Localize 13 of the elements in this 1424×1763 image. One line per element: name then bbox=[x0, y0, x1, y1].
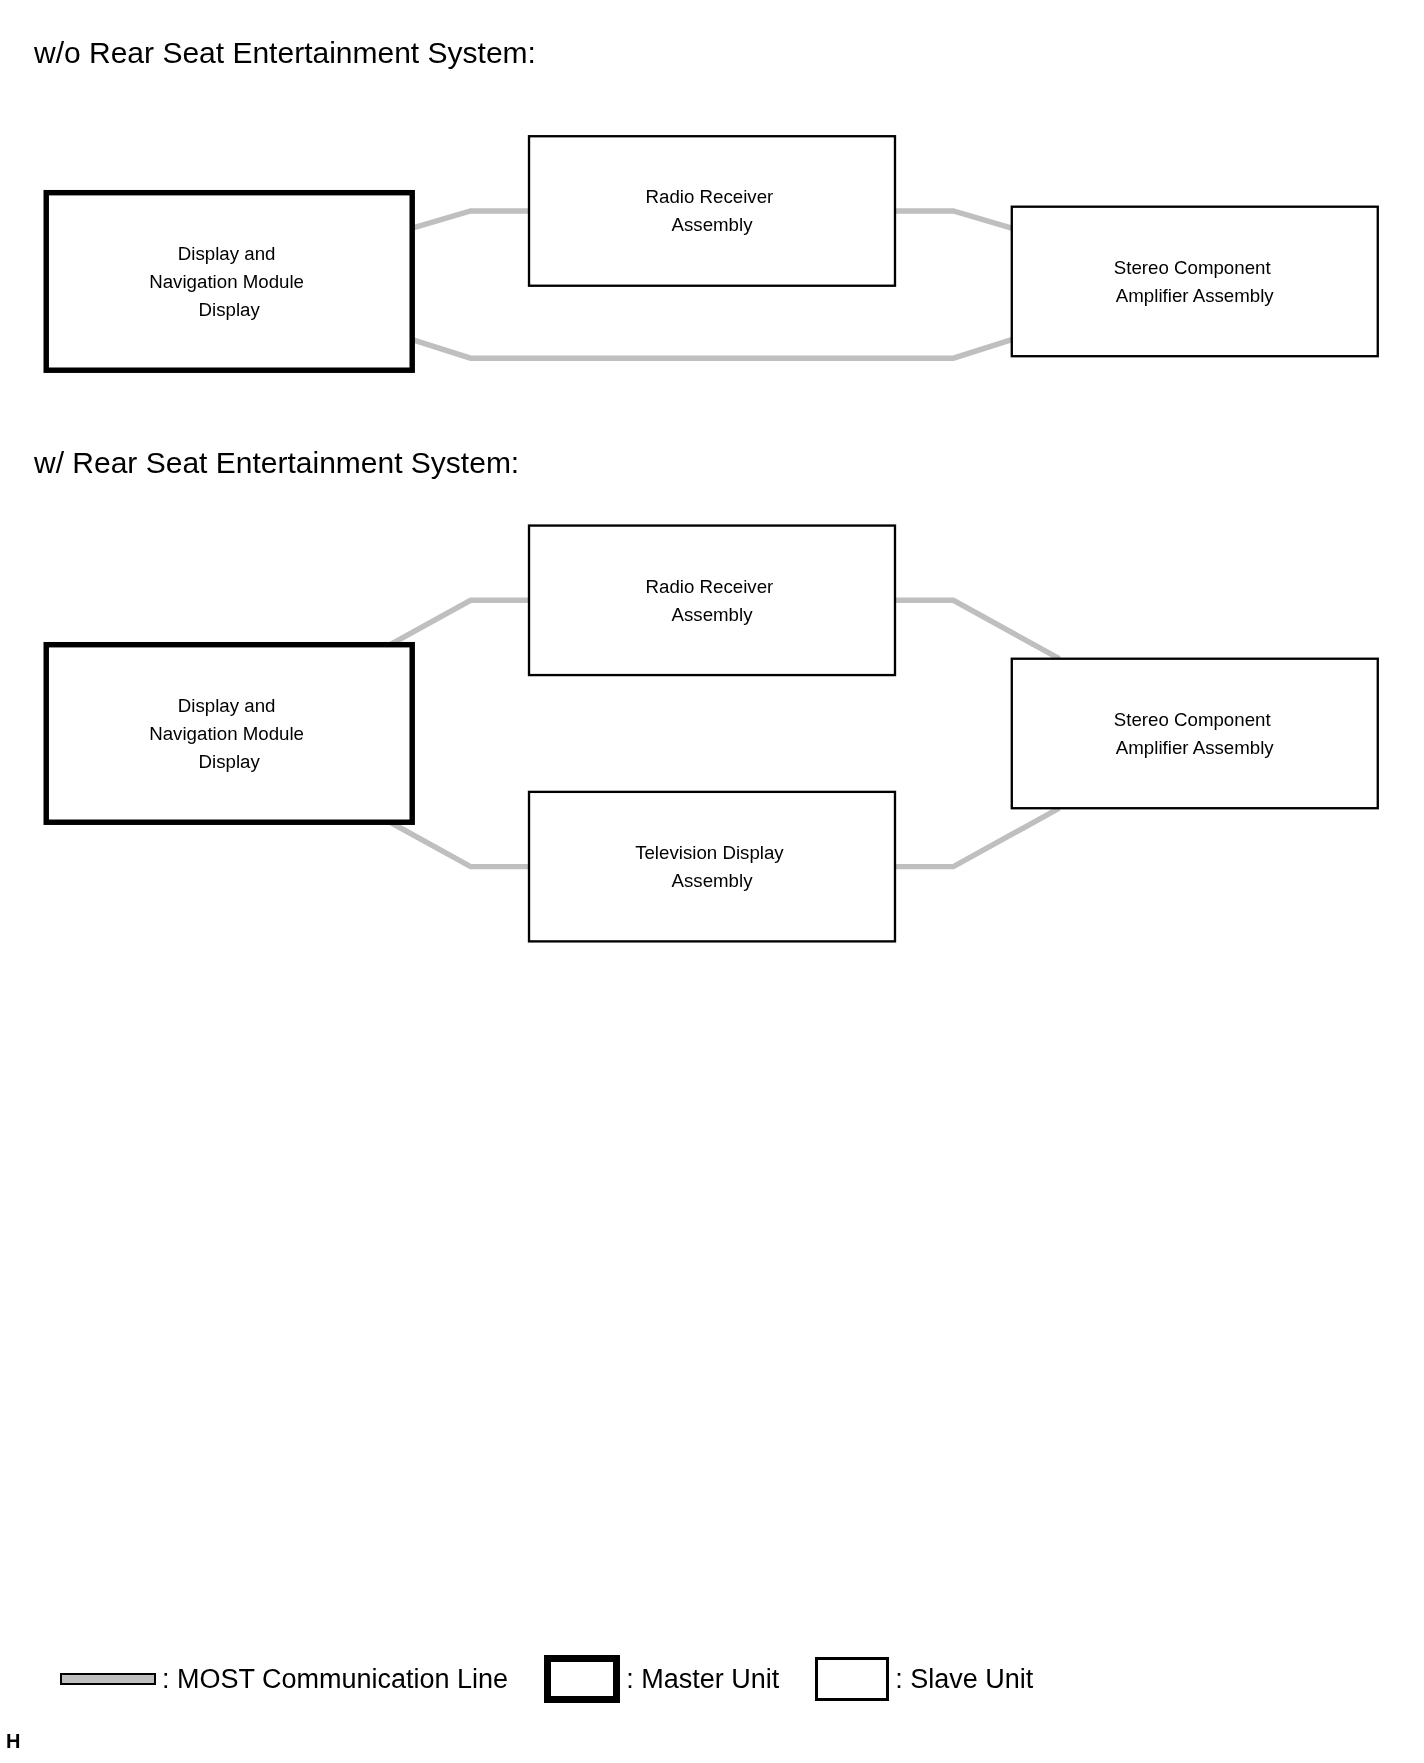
section-heading: w/o Rear Seat Entertainment System: bbox=[34, 36, 536, 70]
legend-text: : MOST Communication Line bbox=[162, 1663, 509, 1695]
slave-unit-box: Radio Receiver Assembly bbox=[527, 524, 897, 677]
slave-unit-box: Stereo Component Amplifier Assembly bbox=[1010, 205, 1379, 358]
master-unit-box: Display and Navigation Module Display bbox=[43, 189, 415, 373]
slave-unit-box: Radio Receiver Assembly bbox=[527, 135, 897, 287]
slave-unit-box: Television Display Assembly bbox=[527, 790, 897, 943]
master-unit-box: Display and Navigation Module Display bbox=[43, 641, 415, 825]
legend-text: : Slave Unit bbox=[895, 1663, 1034, 1695]
figure-code: H bbox=[6, 1730, 21, 1753]
section-heading: w/ Rear Seat Entertainment System: bbox=[34, 446, 520, 480]
legend-text: : Master Unit bbox=[626, 1663, 780, 1695]
slave-unit-box: Stereo Component Amplifier Assembly bbox=[1010, 657, 1379, 810]
